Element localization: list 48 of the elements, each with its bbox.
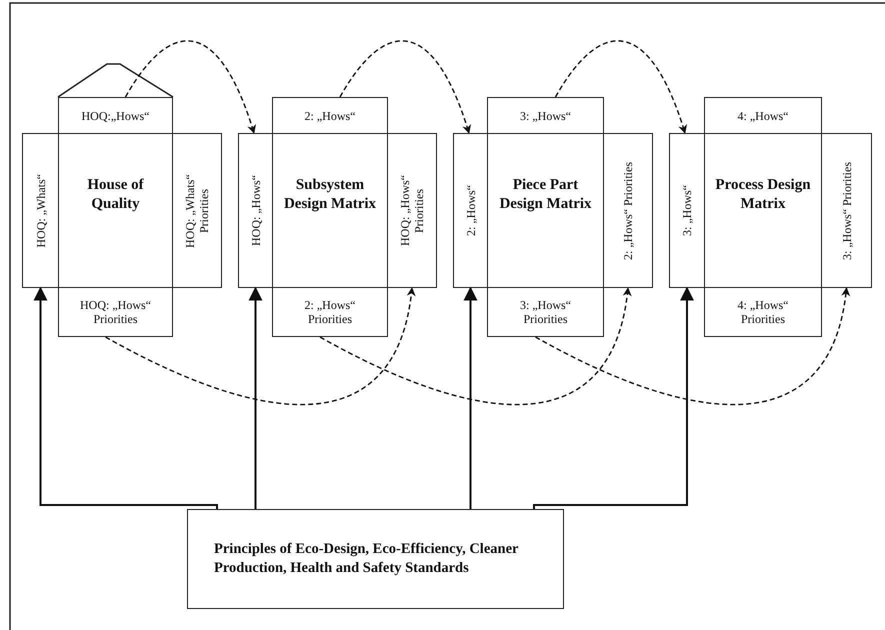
- cell-label: HOQ: „Hows“ Priorities: [398, 174, 426, 248]
- arrow: [339, 40, 471, 134]
- cell-label: 2: „Hows“ Priorities: [304, 298, 356, 326]
- principles-box: [187, 509, 564, 609]
- cell-label: HOQ: „Hows“ Priorities: [79, 298, 152, 326]
- arrow: [105, 287, 416, 406]
- cell-label: 4: „Hows“ Priorities: [736, 298, 790, 326]
- cell-label: HOQ: „Hows“: [248, 175, 262, 246]
- arrow: [533, 286, 694, 509]
- matrix-cell: [603, 133, 653, 288]
- cell-label: 2: „Hows“: [464, 185, 478, 236]
- cell-label: HOQ: „Whats“ Priorities: [183, 172, 211, 250]
- cell-label: 3: „Hows“: [680, 185, 694, 236]
- cell-label: HOQ: „Whats“: [34, 174, 48, 248]
- cell-label: 2: „Hows“ Priorities: [621, 162, 635, 260]
- matrix-title: Piece Part Design Matrix: [498, 176, 593, 214]
- matrix-cell: [704, 287, 822, 337]
- matrix-cell: [272, 287, 388, 337]
- matrix-title: Process Design Matrix: [714, 176, 812, 214]
- matrix-cell: [238, 133, 273, 288]
- arrow: [34, 286, 218, 510]
- arrow: [535, 287, 850, 406]
- cell-label: HOQ:„Hows“: [82, 108, 150, 122]
- arrow: [248, 286, 262, 509]
- arrow: [320, 287, 632, 406]
- matrix-cell: [704, 97, 822, 134]
- matrix-cell: [272, 97, 388, 134]
- matrix-cell: [487, 97, 604, 134]
- matrix-cell: [821, 133, 872, 288]
- matrix-cell: [172, 133, 222, 288]
- matrix-cell: [669, 133, 705, 288]
- arrow: [554, 40, 687, 134]
- principles-text: Principles of Eco-Design, Eco-Efficiency, Cleaner Production, Health and Safety Standards: [214, 540, 520, 578]
- arrow: [464, 286, 478, 509]
- arrow: [124, 40, 256, 134]
- matrix-title: House of Quality: [86, 176, 145, 214]
- cell-label: 4: „Hows“: [738, 108, 788, 122]
- matrix-cell: [387, 133, 437, 288]
- matrix-cell: [58, 97, 173, 134]
- cell-label: 2: „Hows“: [304, 108, 356, 122]
- matrix-cell: [487, 287, 604, 337]
- cell-label: 3: „Hows“: [520, 108, 571, 122]
- matrix-title: Subsystem Design Matrix: [282, 176, 378, 214]
- cell-label: 3: „Hows“ Priorities: [840, 162, 854, 260]
- matrix-cell: [22, 133, 59, 288]
- matrix-cell: [453, 133, 488, 288]
- cell-label: 3: „Hows“ Priorities: [519, 298, 572, 326]
- matrix-cell: [58, 287, 173, 337]
